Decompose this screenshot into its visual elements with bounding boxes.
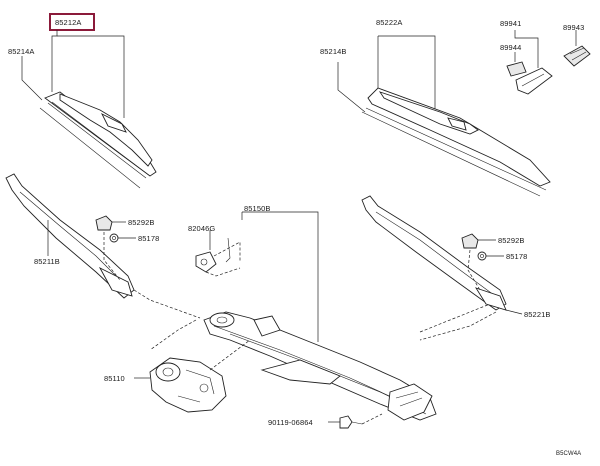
left-wiper-blade-group[interactable]	[21, 13, 157, 189]
wiper-motor-group[interactable]	[134, 339, 251, 413]
label-85212A[interactable]: 85212A	[55, 18, 81, 27]
label-85214A[interactable]: 85214A	[8, 47, 34, 56]
bolt-90119	[339, 415, 353, 429]
right-wiper-blade-group[interactable]	[337, 35, 551, 197]
refill-parts-group[interactable]	[506, 30, 591, 95]
part-89943	[563, 45, 591, 67]
label-89943[interactable]: 89943	[563, 23, 584, 32]
left-wiper-blade	[44, 91, 157, 177]
label-90119-06864[interactable]: 90119-06864	[268, 418, 313, 427]
label-89941[interactable]: 89941	[500, 19, 521, 28]
label-89944[interactable]: 89944	[500, 43, 521, 52]
label-85110[interactable]: 85110	[104, 374, 125, 383]
nut-85178-left	[109, 233, 119, 243]
clip-82046G	[195, 251, 217, 273]
cap-85292B-left	[95, 215, 113, 231]
label-85221B[interactable]: 85221B	[524, 310, 550, 319]
label-85292B-right[interactable]: 85292B	[498, 236, 524, 245]
label-85150B[interactable]: 85150B	[244, 204, 270, 213]
label-82046G[interactable]: 82046G	[188, 224, 215, 233]
highlight-box-85212A	[49, 13, 95, 31]
diagram-code: B5CW4A	[556, 451, 581, 457]
label-85178-left[interactable]: 85178	[138, 234, 159, 243]
nut-85178-right	[477, 251, 487, 261]
right-wiper-arm	[361, 195, 507, 311]
cap-85292B-right	[461, 233, 479, 249]
left-wiper-arm-group[interactable]	[5, 173, 201, 319]
label-85178-right[interactable]: 85178	[506, 252, 527, 261]
part-89944	[506, 61, 527, 77]
right-wiper-blade	[367, 87, 551, 187]
bolt-group[interactable]	[328, 413, 383, 429]
label-85214B[interactable]: 85214B	[320, 47, 346, 56]
right-wiper-arm-group[interactable]	[361, 195, 523, 341]
label-85292B-left[interactable]: 85292B	[128, 218, 154, 227]
linkage-group[interactable]	[149, 211, 501, 421]
label-85211B[interactable]: 85211B	[34, 257, 60, 266]
label-85222A[interactable]: 85222A	[376, 18, 402, 27]
